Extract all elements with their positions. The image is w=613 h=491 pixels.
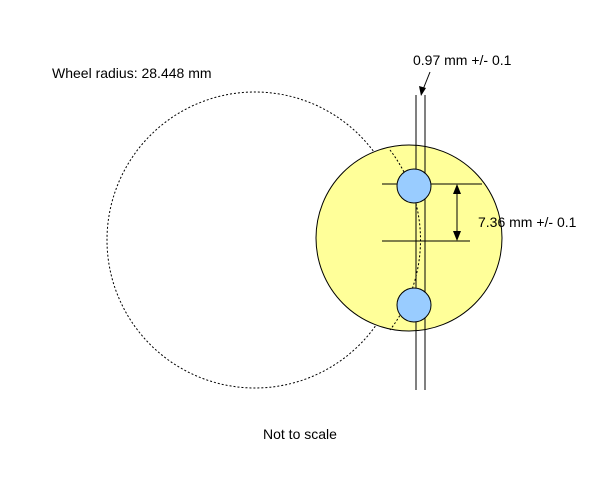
spacing-arrowhead-up (453, 184, 461, 194)
spacing-arrowhead-down (453, 231, 461, 241)
magnet-bottom (396, 287, 432, 323)
gap-label: 0.97 mm +/- 0.1 (413, 52, 512, 68)
wheel-arc-overlay (389, 149, 422, 331)
wheel-radius-label: Wheel radius: 28.448 mm (52, 65, 212, 81)
spacing-label: 7.36 mm +/- 0.1 (478, 214, 577, 230)
magnet-top (396, 168, 432, 204)
scale-note: Not to scale (263, 426, 337, 442)
gap-leader-arrowhead (419, 86, 426, 96)
